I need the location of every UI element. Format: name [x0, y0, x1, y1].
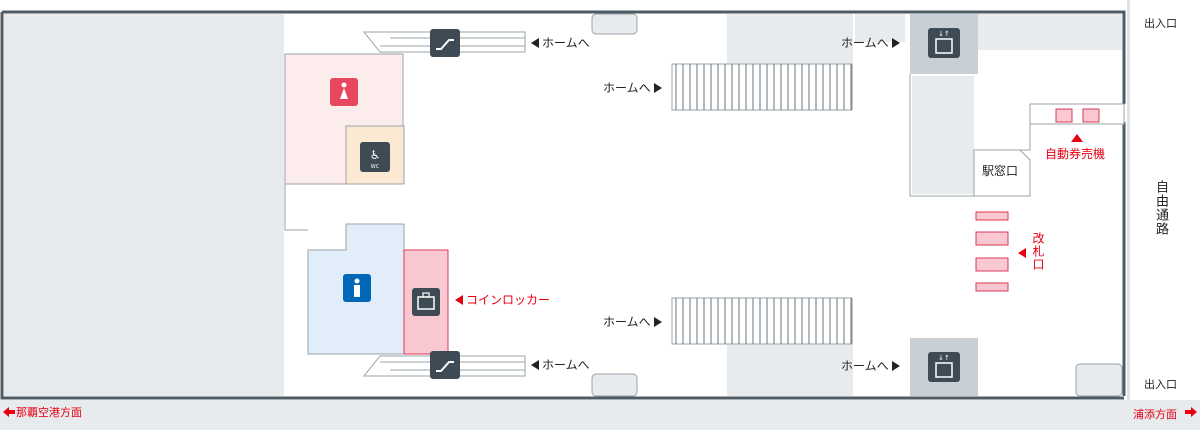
coin-locker-icon: [412, 288, 440, 316]
stairs-bottom: [671, 297, 853, 345]
to-platform-label: ホームへ: [841, 36, 900, 50]
arrow-right-icon: [1185, 407, 1197, 417]
svg-text:WC: WC: [371, 164, 380, 170]
accessible-restroom-icon: [360, 142, 390, 172]
ticket-gate-label: 改札口: [1031, 232, 1045, 271]
ticket-gate-pointer: [1018, 248, 1026, 258]
free-passage-area: [1124, 0, 1200, 400]
toward-naha-label: 那覇空港方面: [16, 406, 82, 419]
toward-urasoe-label: 浦添方面: [1133, 408, 1177, 421]
exit-label: 出入口: [1144, 378, 1177, 391]
ticket-machine-label: 自動券売機: [1045, 147, 1106, 161]
stairs-top: [671, 63, 853, 111]
left-hall: [4, 14, 284, 396]
to-platform-label: ホームへ: [531, 36, 590, 50]
ticket-office-label: 駅窓口: [982, 164, 1019, 178]
to-platform-label: ホームへ: [603, 315, 662, 329]
svg-text:↓↑: ↓↑: [938, 354, 950, 362]
svg-text:♿: ♿: [370, 148, 381, 162]
free-passage-label: 自由通路: [1153, 180, 1168, 236]
coin-locker-label: コインロッカー: [455, 293, 550, 307]
to-platform-label: ホームへ: [531, 358, 590, 372]
bottom-strip: [0, 400, 1200, 430]
ticket-machine-pointer: [1071, 134, 1083, 142]
to-platform-label: ホームへ: [603, 81, 662, 95]
arrow-left-icon: [3, 407, 15, 417]
svg-text:↓↑: ↓↑: [938, 30, 950, 38]
exit-label: 出入口: [1144, 17, 1177, 30]
to-platform-label: ホームへ: [841, 359, 900, 373]
